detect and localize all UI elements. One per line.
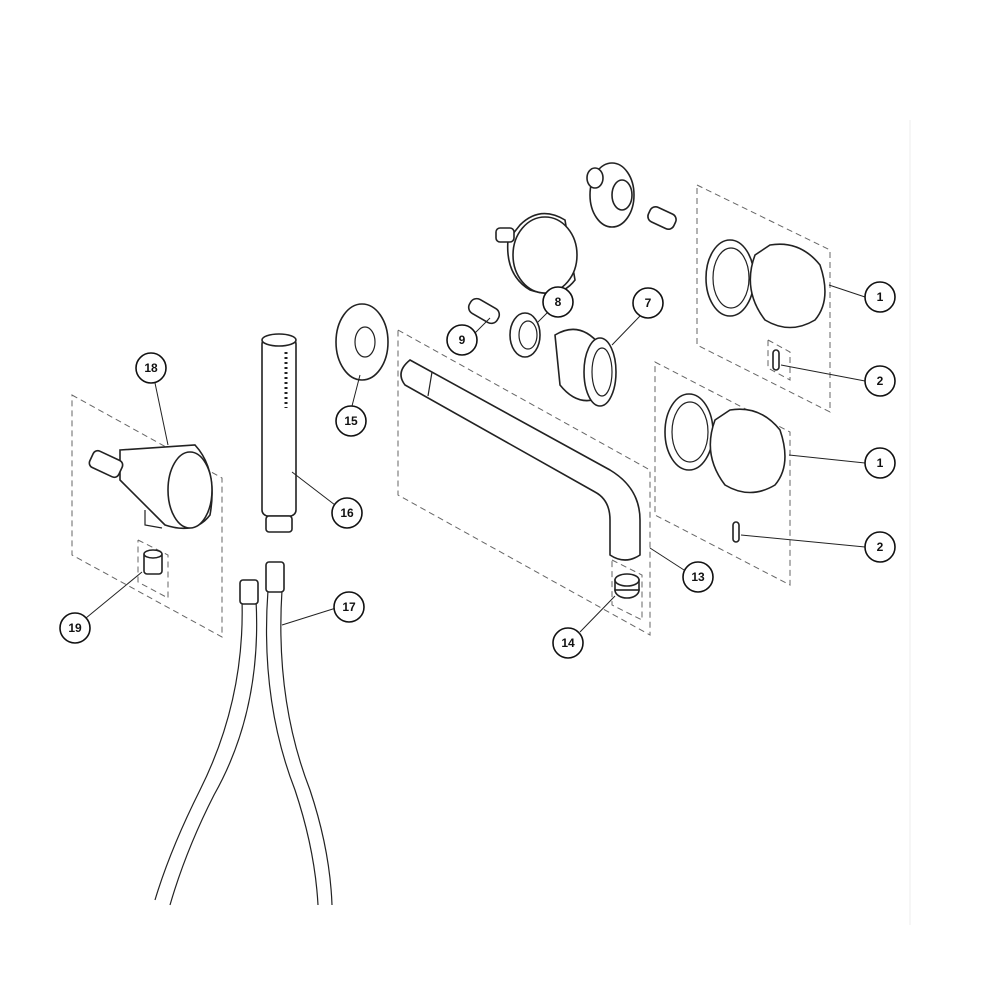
callout-label: 17 xyxy=(342,600,356,614)
wall-outlet-holder-part-18 xyxy=(88,444,213,530)
nipple-part-19 xyxy=(143,549,163,575)
callout-14: 14 xyxy=(552,627,584,659)
box-2a xyxy=(767,339,791,381)
callout-label: 18 xyxy=(144,361,158,375)
callout-label: 9 xyxy=(459,333,466,347)
callout-2-upper: 2 xyxy=(864,365,896,397)
sleeve-part-7 xyxy=(554,328,617,407)
pin-lower xyxy=(732,521,740,543)
callout-18: 18 xyxy=(135,352,167,384)
callout-label: 1 xyxy=(877,290,884,304)
aerator-part-14 xyxy=(614,573,640,599)
callout-label: 7 xyxy=(645,296,652,310)
callout-label: 13 xyxy=(691,570,705,584)
leader-lines xyxy=(85,284,866,633)
callout-16: 16 xyxy=(331,497,363,529)
callout-15: 15 xyxy=(335,405,367,437)
handle-knob-lower xyxy=(709,408,786,494)
callout-label: 16 xyxy=(340,506,354,520)
callout-7: 7 xyxy=(632,287,664,319)
callout-19: 19 xyxy=(59,612,91,644)
callout-1-lower: 1 xyxy=(864,447,896,479)
box-14 xyxy=(611,559,643,621)
flange-top-part xyxy=(586,162,635,228)
handle-knob-upper xyxy=(749,243,826,329)
hand-shower-part-16 xyxy=(261,333,297,533)
spout-part-13 xyxy=(400,359,641,561)
callout-13: 13 xyxy=(682,561,714,593)
nut-part-8 xyxy=(509,312,541,358)
callout-17: 17 xyxy=(333,591,365,623)
callout-1-upper: 1 xyxy=(864,281,896,313)
callout-label: 14 xyxy=(561,636,575,650)
box-upper-handle xyxy=(696,184,831,413)
valve-body-part xyxy=(495,212,578,295)
callout-label: 2 xyxy=(877,374,884,388)
callout-label: 2 xyxy=(877,540,884,554)
wall-flange-part-15 xyxy=(335,303,389,381)
callout-label: 8 xyxy=(555,295,562,309)
small-connector-part xyxy=(647,206,677,230)
callout-label: 15 xyxy=(344,414,358,428)
callout-9: 9 xyxy=(446,324,478,356)
callout-8: 8 xyxy=(542,286,574,318)
callout-2-lower: 2 xyxy=(864,531,896,563)
callout-label: 19 xyxy=(68,621,82,635)
box-spout xyxy=(397,329,651,636)
insert-part-9 xyxy=(467,297,501,325)
hose-part-17 xyxy=(154,561,333,906)
callout-label: 1 xyxy=(877,456,884,470)
pin-upper xyxy=(772,349,780,371)
